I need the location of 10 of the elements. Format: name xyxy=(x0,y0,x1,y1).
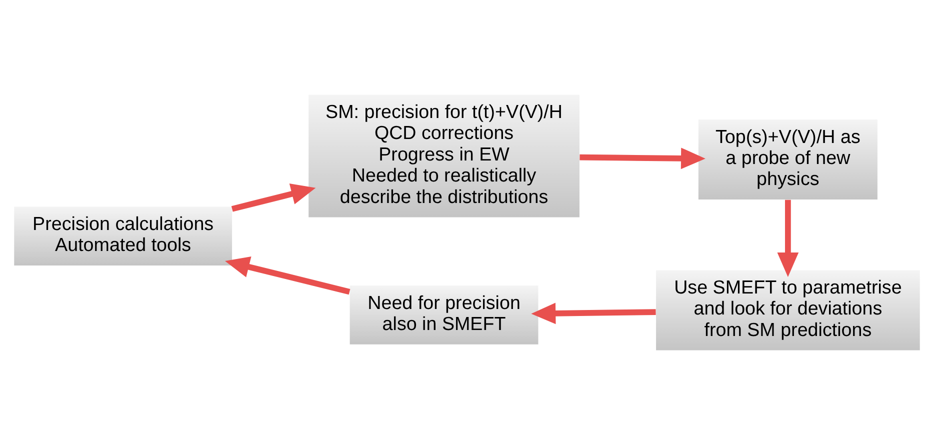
node-box: Use SMEFT to parametrise and look for deviations from SM predictions xyxy=(656,270,920,350)
node-box: Need for precision also in SMEFT xyxy=(350,286,538,344)
node-box: SM: precision for t(t)+V(V)/H QCD corrections Progress in EW Needed to realistically describe the distributions xyxy=(308,94,580,218)
arrow xyxy=(225,256,350,295)
arrow xyxy=(531,302,656,324)
arrow xyxy=(231,184,316,212)
node-box: Precision calculations Automated tools xyxy=(14,206,232,266)
node-box: Top(s)+V(V)/H as a probe of new physics xyxy=(698,119,878,200)
arrow xyxy=(777,200,799,277)
arrow xyxy=(580,148,706,170)
